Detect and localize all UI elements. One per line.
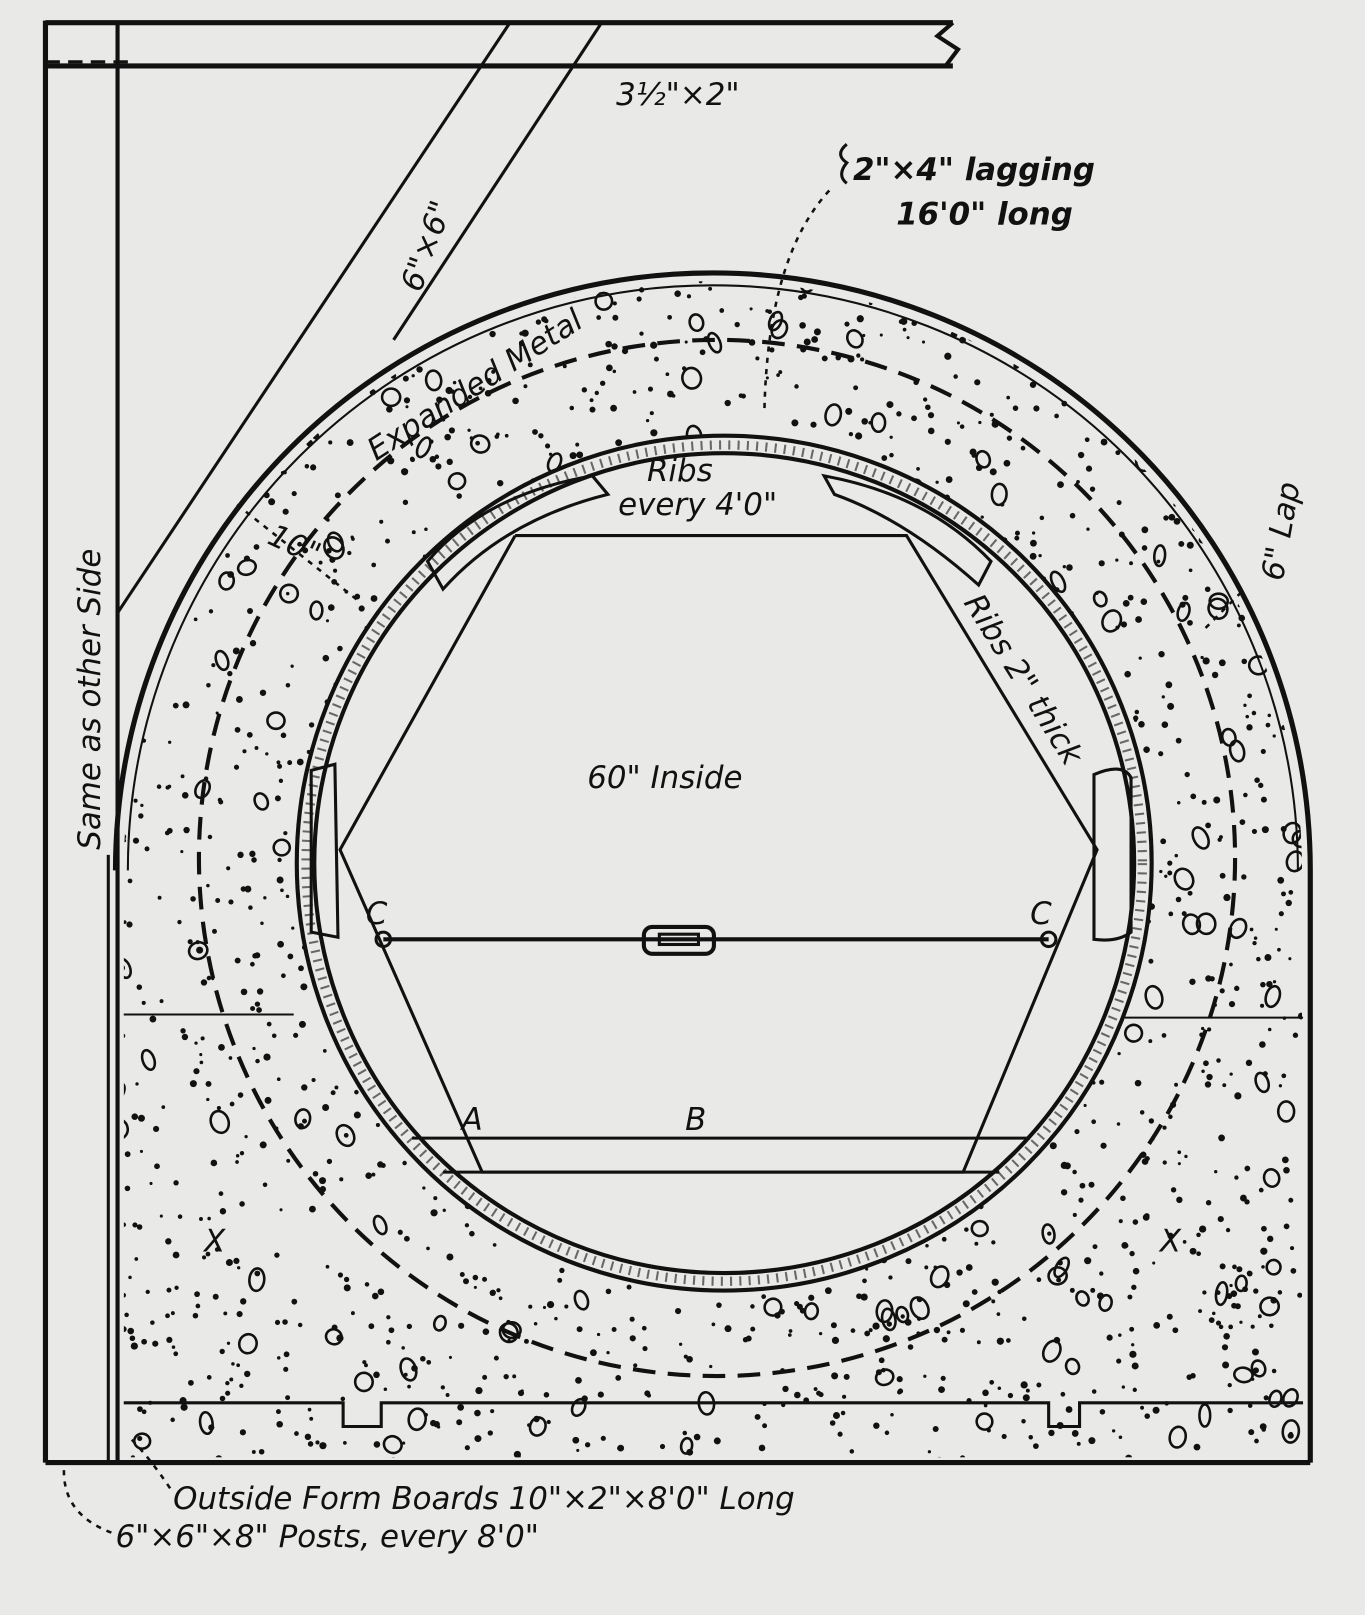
lagging-label-2: 16'0" long <box>896 197 1073 233</box>
point-c-left: C <box>366 896 388 932</box>
mark-x-left: X <box>202 1223 226 1259</box>
leader-arrows <box>62 143 1243 1534</box>
ribs-every-label-2: every 4'0" <box>618 487 777 523</box>
brace-size-label: 6"×6" <box>394 196 460 296</box>
posts-label: 6"×6"×8" Posts, every 8'0" <box>115 1519 539 1555</box>
outer-arch-form <box>112 270 1313 1463</box>
top-beam <box>45 20 961 69</box>
point-c-right: C <box>1030 896 1052 932</box>
ribs-every-label-1: Ribs <box>647 453 713 489</box>
point-b: B <box>685 1102 706 1138</box>
inner-lining <box>294 433 1154 1293</box>
beam-size-label: 3½"×2" <box>616 77 740 113</box>
diagonal-brace <box>116 21 603 614</box>
lagging-label-1: 2"×4" lagging <box>853 152 1095 188</box>
same-as-other-side-label: Same as other Side <box>72 549 108 850</box>
expanded-metal-line <box>196 337 1238 1379</box>
form-boards-label: Outside Form Boards 10"×2"×8'0" Long <box>173 1481 795 1517</box>
base-slab-line <box>123 1401 1304 1429</box>
post-frame <box>42 20 1311 1466</box>
lap-label: 6" Lap <box>1255 479 1308 583</box>
inside-diameter-label: 60" Inside <box>587 760 742 796</box>
rib-frame <box>309 473 1133 1174</box>
mark-x-right: X <box>1158 1223 1182 1259</box>
thickness-label: 10" <box>262 517 326 572</box>
point-a: A <box>460 1102 483 1138</box>
